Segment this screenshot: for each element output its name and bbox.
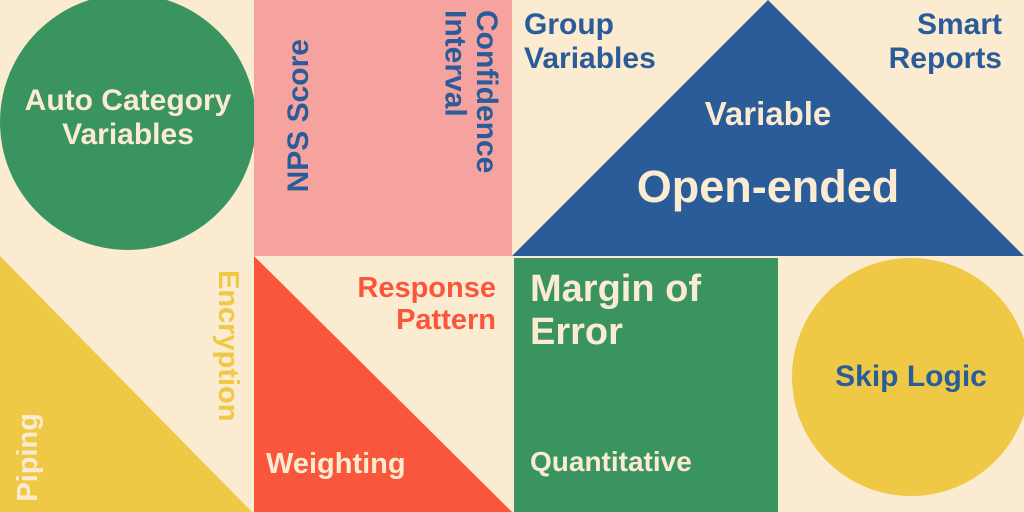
piping-label-wrap: Piping [0, 256, 120, 512]
auto-category-variables-label: Auto Category Variables [24, 84, 232, 151]
yellow-circle-shape [792, 258, 1024, 496]
smart-reports-label: Smart Reports [888, 8, 1002, 75]
variable-label: Variable [704, 95, 832, 132]
green-circle-shape [0, 0, 256, 250]
open-ended-label: Open-ended [636, 161, 900, 212]
encryption-label: Encryption [212, 270, 244, 422]
confidence-interval-label-wrap: Confidence Interval [254, 0, 510, 236]
group-variables-label: Group Variables [524, 8, 656, 75]
encryption-label-wrap: Encryption [132, 256, 252, 508]
pink-rectangle-shape [254, 0, 512, 256]
skip-logic-label-wrap: Skip Logic [792, 258, 1024, 496]
response-pattern-label: Response Pattern [357, 272, 496, 337]
green-rectangle-shape [514, 258, 778, 512]
piping-label: Piping [12, 413, 44, 502]
quantitative-label: Quantitative [530, 446, 692, 477]
margin-of-error-label: Margin of Error [530, 268, 701, 353]
confidence-interval-label: Confidence Interval [438, 10, 504, 174]
skip-logic-label: Skip Logic [835, 360, 987, 394]
weighting-label: Weighting [266, 448, 406, 480]
